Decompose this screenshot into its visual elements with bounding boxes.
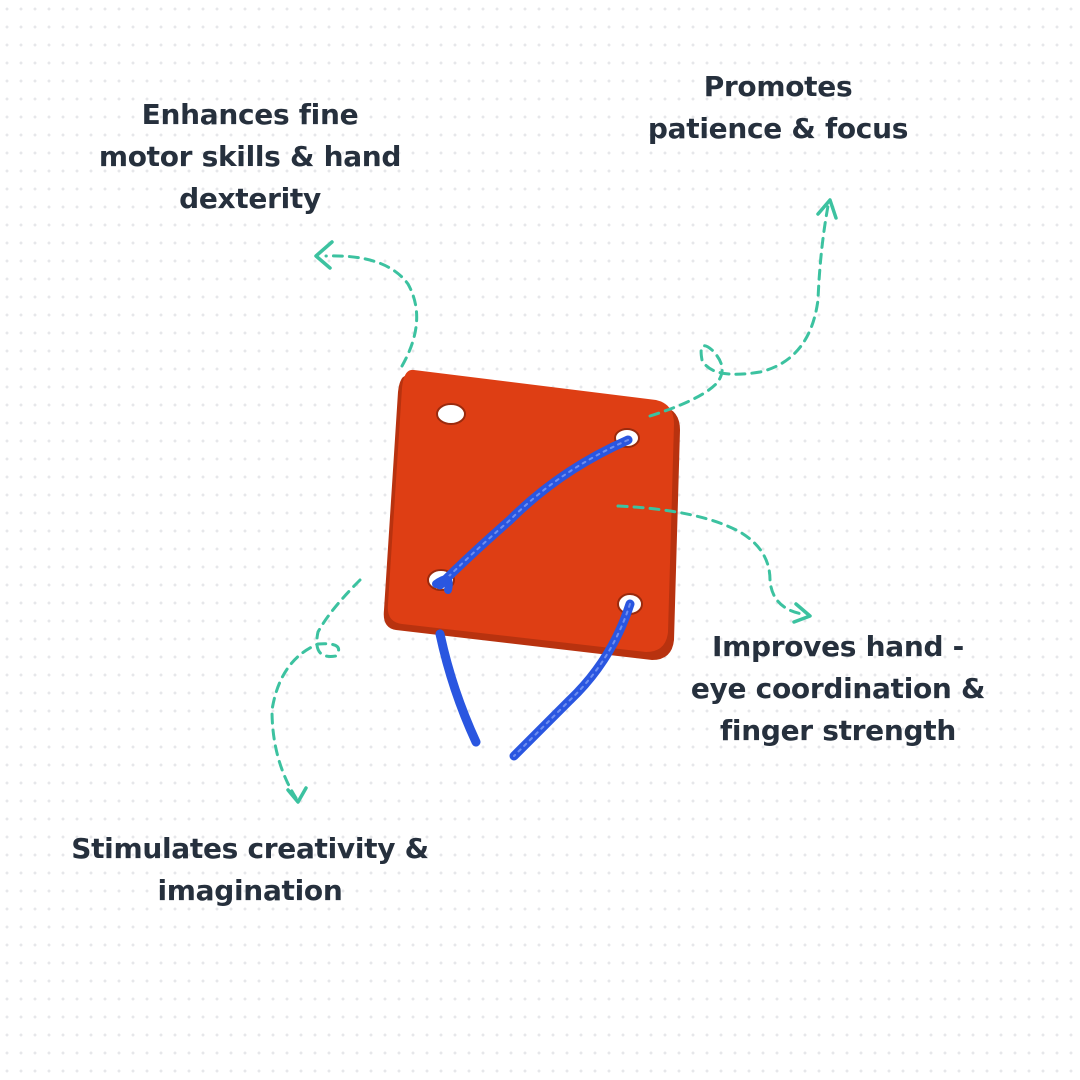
benefit-line: imagination (157, 874, 343, 907)
benefit-line: dexterity (179, 182, 321, 215)
lace (432, 435, 635, 761)
benefit-fine-motor: Enhances fine motor skills & hand dexter… (70, 94, 430, 220)
lacing-board-illustration (383, 369, 680, 761)
benefit-line: Promotes (703, 70, 853, 103)
benefit-line: eye coordination & (690, 672, 986, 705)
benefit-patience: Promotes patience & focus (618, 66, 938, 150)
arrowheads (286, 198, 838, 804)
benefit-coordination: Improves hand - eye coordination & finge… (660, 626, 1016, 752)
hole-top-left (436, 403, 466, 425)
dashed-curved-arrow-icon (270, 204, 830, 800)
benefit-line: Improves hand - (711, 630, 964, 663)
benefit-creativity: Stimulates creativity & imagination (40, 828, 460, 912)
benefit-line: Stimulates creativity & (71, 832, 429, 865)
benefit-line: finger strength (720, 714, 956, 747)
benefit-line: motor skills & hand (98, 140, 402, 173)
benefit-line: Enhances fine (141, 98, 359, 131)
benefit-line: patience & focus (647, 112, 909, 145)
